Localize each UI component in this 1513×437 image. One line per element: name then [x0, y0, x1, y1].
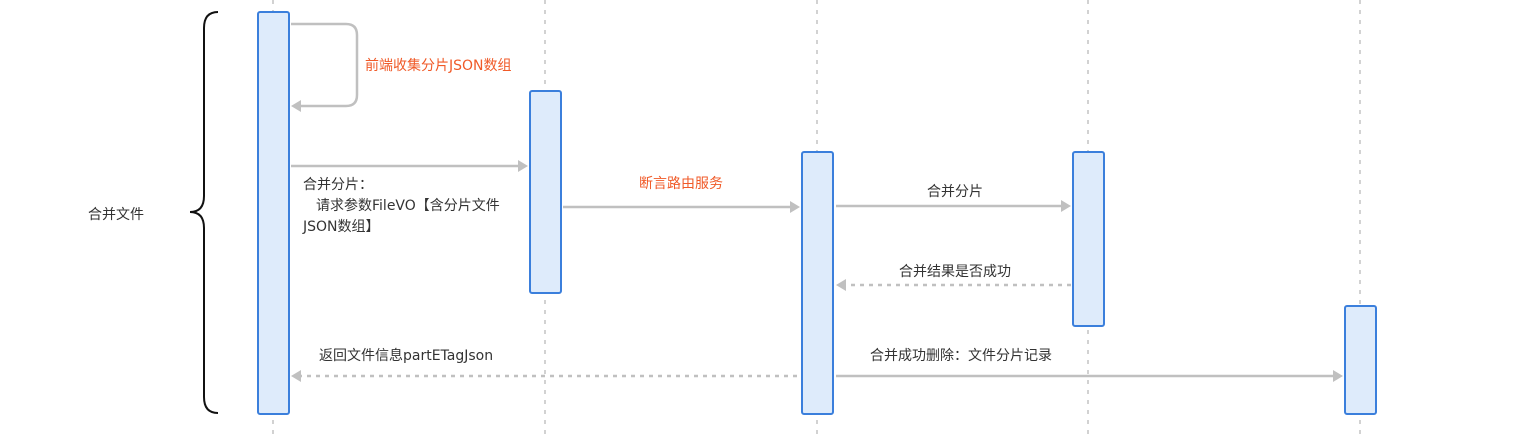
merge-request-label-line2: 请求参数FileVO【含分片文件 [316, 197, 500, 214]
self-collect-label: 前端收集分片JSON数组 [365, 57, 512, 74]
arrowhead [291, 100, 301, 112]
activation-service [801, 151, 834, 415]
arrowhead [790, 201, 800, 213]
group-brace [189, 11, 219, 414]
group-label: 合并文件 [88, 207, 144, 223]
merge-result-label: 合并结果是否成功 [899, 264, 1011, 280]
return-info-label: 返回文件信息partETagJson [319, 347, 493, 364]
gateway-route-label: 断言路由服务 [639, 176, 723, 192]
arrowhead [1061, 200, 1071, 212]
arrowhead [1333, 370, 1343, 382]
activation-database [1344, 305, 1377, 415]
merge-delete-label: 合并成功删除：文件分片记录 [870, 348, 1052, 364]
activation-frontend [257, 11, 290, 415]
activation-storage [1072, 151, 1105, 327]
merge-request-label-line1: 合并分片： [303, 177, 373, 193]
activation-gateway [529, 90, 562, 294]
self-message-arrow [291, 22, 359, 108]
merge-request-label-line3: JSON数组】 [302, 219, 380, 235]
merge-parts-label: 合并分片 [927, 184, 983, 200]
arrowhead [836, 279, 846, 291]
arrowhead [291, 370, 301, 382]
arrowhead [518, 160, 528, 172]
